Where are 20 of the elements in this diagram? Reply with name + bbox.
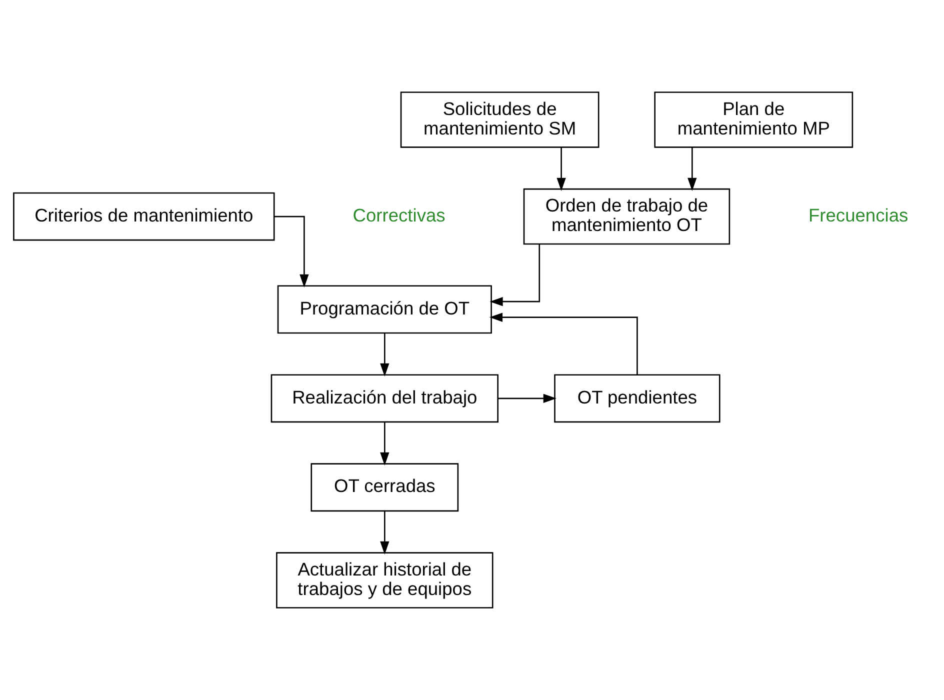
arrow	[380, 422, 390, 466]
node-box: Programación de OT	[277, 285, 492, 334]
arrow	[556, 147, 566, 191]
arrow	[688, 147, 697, 191]
node-box: OT cerradas	[310, 463, 459, 512]
node-box: Orden de trabajo de mantenimiento OT	[523, 188, 730, 245]
label: Correctivas	[352, 204, 446, 226]
arrow	[380, 333, 390, 376]
node-box: OT pendientes	[554, 374, 720, 423]
arrow	[274, 216, 309, 288]
arrow	[498, 394, 556, 403]
node-box: Realización del trabajo	[270, 374, 498, 423]
node-box: Plan de mantenimiento MP	[654, 92, 854, 148]
arrow	[489, 312, 638, 374]
node-box: Criterios de mantenimiento	[13, 192, 275, 241]
label: Frecuencias	[808, 204, 908, 226]
node-box: Solicitudes de mantenimiento SM	[400, 92, 600, 148]
node-box: Actualizar historial de trabajos y de equipos	[276, 552, 494, 608]
arrow	[490, 244, 540, 306]
arrow	[380, 511, 390, 554]
